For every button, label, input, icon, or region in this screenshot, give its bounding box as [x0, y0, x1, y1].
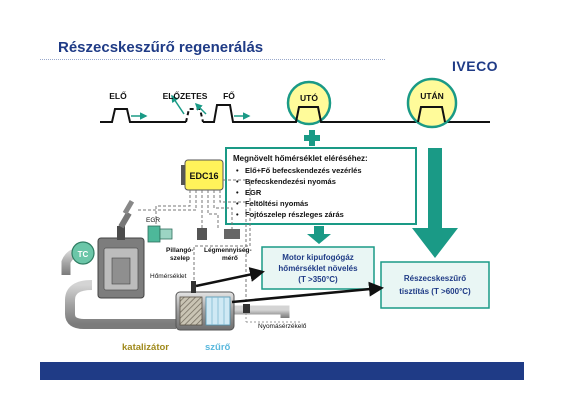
exhaust-box-line: Motor kipufogógáz [282, 253, 354, 262]
timeline-label-elo: ELŐ [109, 90, 127, 101]
filter-box-line: Részecskeszűrő [404, 274, 466, 283]
condition-item: Befecskendezési nyomás [245, 177, 336, 186]
timeline-label-fo: FŐ [223, 90, 235, 101]
exhaust-temperature-box: Motor kipufogógáz hőmérséklet növelés (T… [261, 246, 375, 290]
condition-item: EGR [245, 188, 262, 197]
plus-icon [304, 130, 320, 146]
throttle-label: Pillangó- [166, 247, 193, 254]
airflow-meter-label: Légmennyiség- [204, 247, 252, 254]
svg-text:•: • [236, 210, 239, 219]
filter-box-line: tisztítás (T >600°C) [399, 287, 471, 296]
engine-schematic: TC [61, 199, 300, 331]
svg-text:•: • [236, 177, 239, 186]
svg-text:•: • [236, 199, 239, 208]
airflow-meter-label: mérő [222, 255, 238, 262]
ecu-label: EDC16 [189, 171, 218, 181]
throttle-label: szelep [170, 255, 190, 262]
arrow-to-filter-cleaning-icon [412, 148, 458, 258]
temperature-sensor-label: Hőmérséklet [150, 273, 187, 280]
timeline-label-elozetes: ELŐZETES [163, 90, 208, 101]
iveco-logo: IVECO [452, 58, 499, 74]
utan-highlight-circle [406, 77, 458, 129]
exhaust-box-line: (T >350°C) [298, 275, 338, 284]
injection-timeline: ELŐ ELŐZETES FŐ UTÓ UTÁN [100, 77, 490, 129]
ecu-unit: EDC16 [181, 159, 224, 191]
page-title: Részecskeszűrő regenerálás [58, 39, 264, 56]
condition-item: Elő+Fő befecskendezés vezérlés [245, 166, 362, 175]
turbo-label: TC [78, 250, 89, 259]
catalyst-label: katalizátor [122, 342, 169, 353]
filter-cleaning-box: Részecskeszűrő tisztítás (T >600°C) [380, 261, 490, 309]
egr-label: EGR [146, 217, 160, 224]
timeline-label-uto: UTÓ [300, 92, 318, 103]
filter-label: szűrő [205, 342, 231, 353]
ecu-signal-lines [138, 179, 251, 304]
condition-item: Fojtószelep részleges zárás [245, 210, 344, 219]
arrow-temp-to-box-icon [195, 267, 265, 288]
svg-text:•: • [236, 166, 239, 175]
arrow-to-exhaust-box-icon [307, 226, 331, 244]
conditions-box: Megnövelt hőmérséklet eléréséhez: • Elő+… [225, 147, 417, 225]
title-underline [40, 59, 385, 60]
uto-highlight-circle [286, 80, 332, 126]
catalyst-element [179, 296, 203, 326]
pressure-sensor-label: Nyomásérzékelő [258, 323, 307, 330]
arrow-filter-to-box-icon [231, 281, 384, 304]
timeline-label-utan: UTÁN [420, 91, 444, 101]
svg-text:•: • [236, 188, 239, 197]
conditions-heading: Megnövelt hőmérséklet eléréséhez: [233, 154, 368, 163]
condition-item: Feltöltési nyomás [245, 199, 308, 208]
exhaust-box-line: hőmérséklet növelés [278, 264, 358, 273]
footer-bar [40, 362, 524, 380]
